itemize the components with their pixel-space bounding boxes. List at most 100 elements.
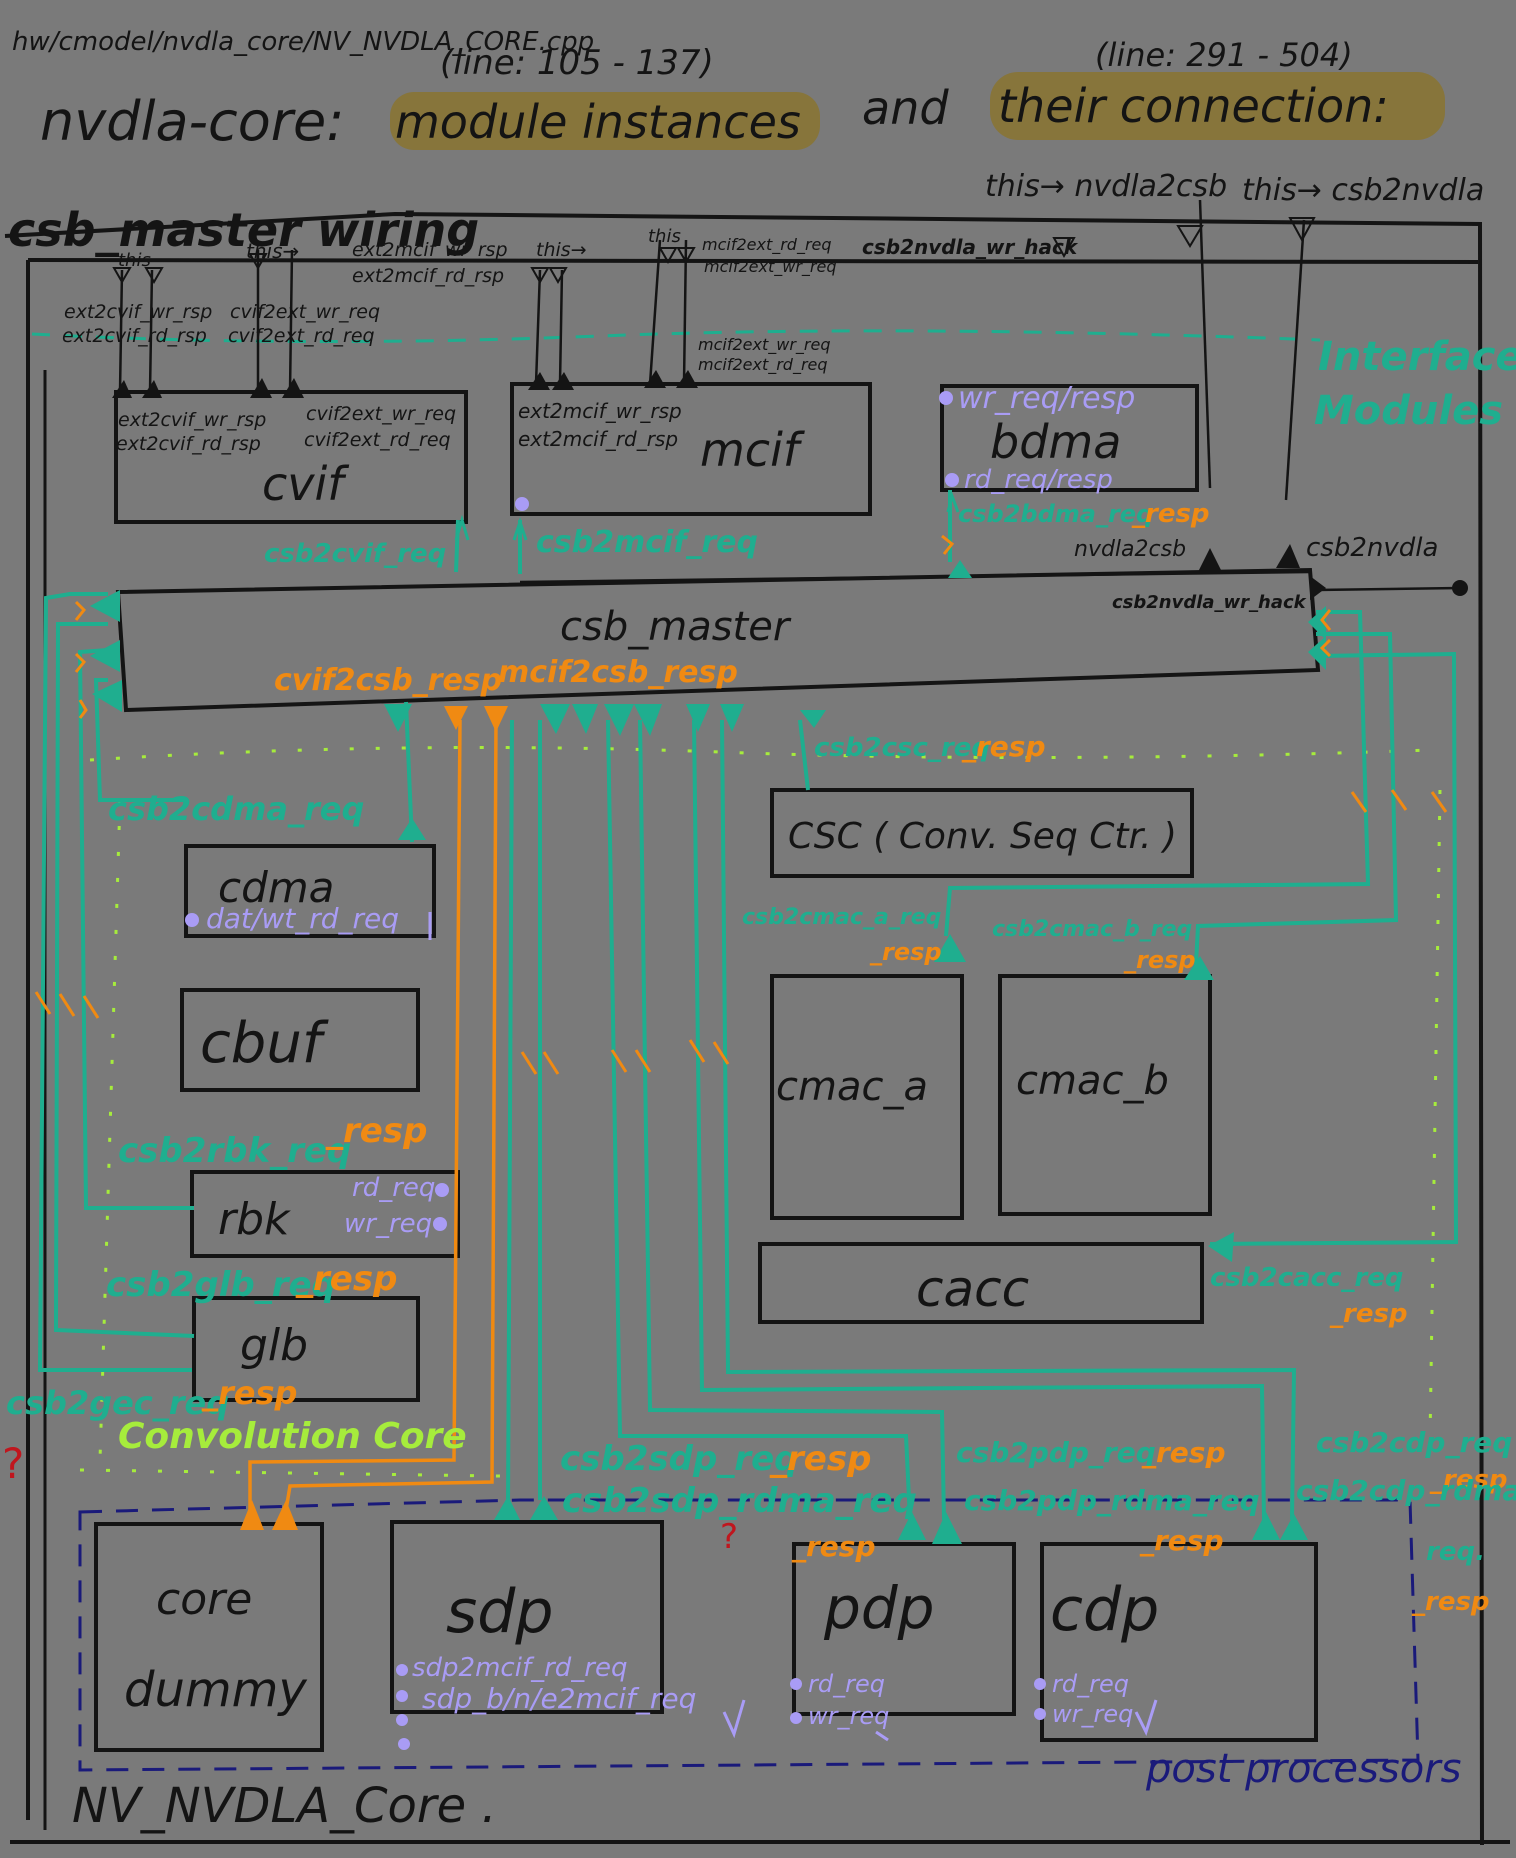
cvif-top-this-1: this [118, 250, 151, 271]
mcif-side-mcif2ext-wr: mcif2ext_wr_req [698, 335, 830, 355]
cvif-label: cvif [262, 457, 349, 511]
mcif-in-ext2mcif-wr: ext2mcif_wr_rsp [518, 399, 682, 423]
core-dummy-label-1: core [156, 1574, 252, 1625]
bdma-port-wr: wr_req/resp [958, 381, 1135, 416]
sig-mcif2csb-resp: mcif2csb_resp [498, 655, 738, 690]
mcif-label: mcif [700, 423, 805, 477]
purple-marks [428, 912, 1158, 1742]
sdp-port-b-n-e: sdp_b/n/e2mcif_req [422, 1682, 696, 1715]
sig-csb2sdp-req: csb2sdp_req [560, 1439, 798, 1479]
sig-csb2cmac-b-resp: _resp [1123, 946, 1196, 974]
cdp-box [1040, 1542, 1318, 1742]
mcif-top-this-2: this [648, 226, 681, 247]
sig-csb2rbk-resp: _resp [325, 1111, 427, 1151]
csc-box [770, 788, 1194, 878]
cvif-in-cvif2ext-wr: cvif2ext_wr_req [306, 403, 456, 425]
sig-csb2rbk-req: csb2rbk_req [118, 1131, 351, 1171]
nvdla2csb-label: nvdla2csb [1074, 537, 1186, 562]
sig-csb2bdma-resp: _resp [1131, 499, 1210, 529]
pdp-label: pdp [823, 1574, 934, 1642]
sig-csb2sdp-resp: _resp [769, 1439, 871, 1479]
cdma-port: dat/wt_rd_req [206, 902, 399, 935]
sig-csb2glb-resp: _resp [295, 1259, 397, 1299]
purple-port-dots [185, 391, 1046, 1750]
highlight-their-connection [990, 72, 1445, 140]
sig-csb2cacc-resp: _resp [1329, 1299, 1408, 1329]
post-processors-boundary [78, 1498, 1420, 1772]
rbk-label: rbk [218, 1194, 291, 1245]
cvif-top-cvif2ext-rd: cvif2ext_rd_req [228, 325, 375, 347]
sig-csb2cdp-req-dot: req. [1426, 1537, 1485, 1567]
external-small-tris [112, 217, 1316, 285]
bdma-label: bdma [990, 415, 1121, 469]
rbk-port-wr: wr_req [344, 1209, 432, 1239]
sig-csb2cdp-req: csb2cdp_req [1316, 1426, 1512, 1459]
cvif-top-ext2cvif-wr: ext2cvif_wr_rsp [64, 301, 212, 323]
pdp-box [792, 1542, 1016, 1716]
rbk-port-rd: rd_req [352, 1173, 435, 1203]
line-range-left: (line: 105 - 137) [440, 43, 714, 83]
glb-box [192, 1296, 420, 1402]
section-post-processors: post processors [1145, 1746, 1461, 1792]
section-interface-modules-2: Modules [1314, 388, 1503, 434]
sig-csb2glb-req: csb2glb_req [106, 1265, 336, 1305]
sig-csb2csc-req: csb2csc_req [814, 733, 990, 763]
cbuf-label: cbuf [200, 1011, 329, 1076]
interface-modules-boundary [31, 329, 1321, 344]
orange-arrowheads [240, 706, 508, 1530]
sdp-port-rd: sdp2mcif_rd_req [412, 1653, 627, 1683]
question-mark-left: ? [2, 1439, 24, 1488]
cvif-top-this-2: this→ [246, 239, 299, 263]
outer-frame [4, 211, 1510, 1846]
cacc-box [758, 1242, 1204, 1324]
cbuf-box [180, 988, 420, 1092]
section-interface-modules-1: Interface [1318, 334, 1516, 380]
sdp-box [390, 1520, 664, 1714]
highlight-module-instances [390, 92, 820, 150]
sig-csb2csc-resp: _resp [961, 730, 1046, 763]
cvif-in-ext2cvif-wr: ext2cvif_wr_rsp [118, 409, 266, 431]
pdp-port-wr: wr_req [808, 1702, 889, 1730]
sig-csb2cmac-b-req: csb2cmac_b_req [992, 917, 1192, 942]
cmac-b-label: cmac_b [1016, 1058, 1169, 1104]
sig-csb2gec-resp: _resp [201, 1374, 297, 1412]
sig-csb2cdma-req: csb2cdma_req [108, 790, 364, 828]
csb-teal-arrowheads [90, 560, 1326, 1544]
sig-csb2cmac-a-resp: _resp [869, 938, 942, 966]
mcif-in-ext2mcif-rd: ext2mcif_rd_rsp [518, 427, 678, 451]
cdp-port-rd: rd_req [1052, 1670, 1129, 1698]
mcif-top-this: this→ [536, 239, 587, 261]
sig-csb2cvif-req: csb2cvif_req [264, 539, 446, 569]
sig-csb2pdp-rdma-resp: _resp [1139, 1524, 1224, 1557]
cdma-box [184, 844, 436, 938]
cmac-a-label: cmac_a [776, 1064, 928, 1110]
cacc-label: cacc [916, 1260, 1029, 1318]
title-prefix: nvdla-core: [40, 90, 344, 153]
sig-csb2sdp-rdma-resp: _resp [791, 1530, 876, 1563]
title-and: and [862, 81, 949, 135]
cvif-top-ext2cvif-rd: ext2cvif_rd_rsp [62, 325, 207, 347]
sig-csb2pdp-req: csb2pdp_req [956, 1436, 1156, 1469]
csc-label: CSC ( Conv. Seq Ctr. ) [788, 816, 1177, 857]
cmac-b-box [998, 974, 1212, 1216]
core-dummy-label-2: dummy [124, 1662, 307, 1718]
this-csb2nvdla: this→ csb2nvdla [1242, 173, 1484, 208]
section-nv-nvdla-core: NV_NVDLA_Core . [72, 1778, 497, 1834]
orange-wires [248, 719, 498, 1511]
csb2nvdla-wr-hack-bottom: csb2nvdla_wr_hack [1112, 592, 1307, 613]
cvif-in-cvif2ext-rd: cvif2ext_rd_req [304, 429, 451, 451]
sig-cvif2csb-resp: cvif2csb_resp [274, 663, 502, 698]
mcif-side-mcif2ext-rd: mcif2ext_rd_req [698, 355, 828, 375]
csb-teal-tick-marks [454, 490, 960, 541]
sig-csb2cmac-a-req: csb2cmac_a_req [742, 905, 941, 930]
cdp-label: cdp [1050, 1575, 1159, 1645]
external-arrowheads [112, 370, 1468, 600]
core-dummy-box [94, 1522, 324, 1752]
sig-csb2cacc-req: csb2cacc_req [1210, 1263, 1403, 1293]
sig-csb2gec-req: csb2gec_req [6, 1384, 229, 1422]
source-path: hw/cmodel/nvdla_core/NV_NVDLA_CORE.cpp [12, 27, 594, 57]
cdp-port-wr: wr_req [1052, 1700, 1133, 1728]
cdma-label: cdma [218, 863, 334, 912]
pdp-port-rd: rd_req [808, 1670, 885, 1698]
